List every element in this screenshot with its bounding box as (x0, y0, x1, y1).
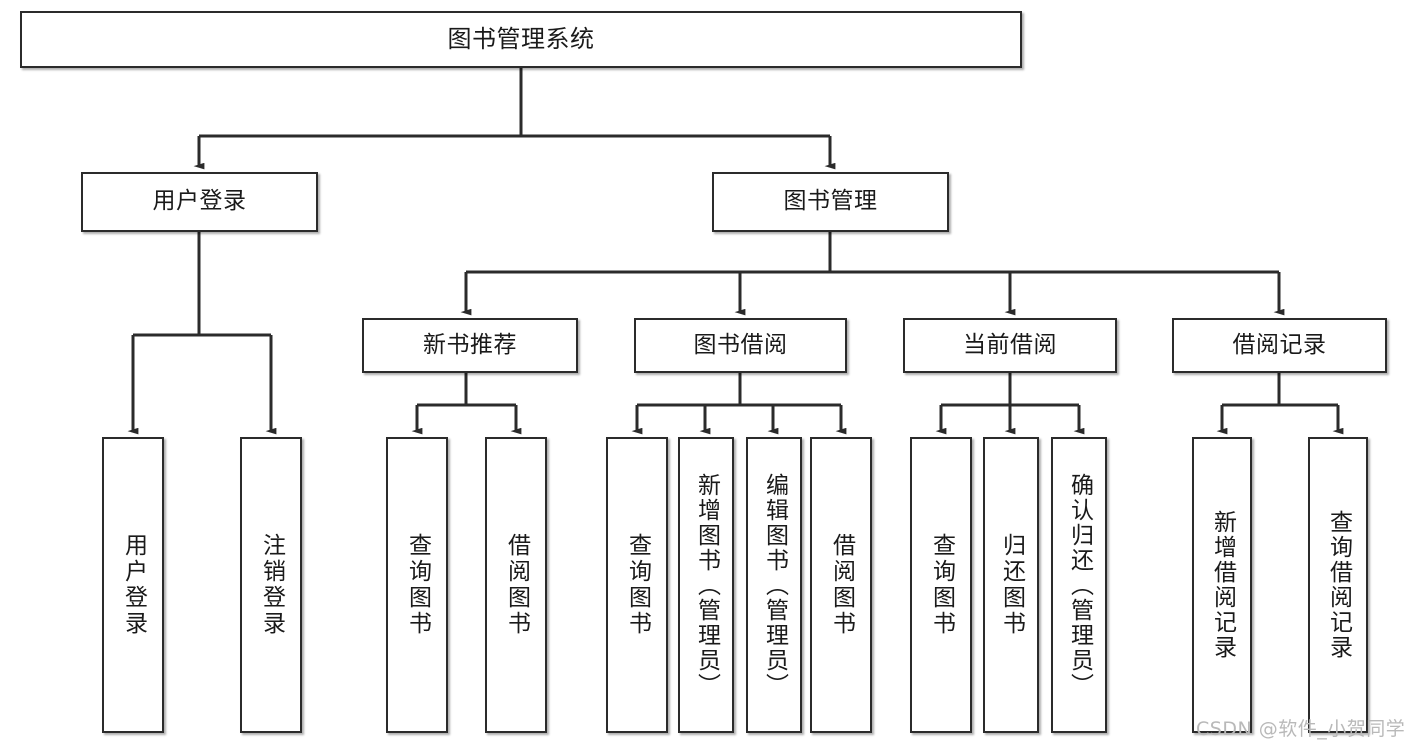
leaf-nb-borrow-book[interactable]: 借阅图书 (485, 437, 547, 733)
leaf-nb-query-book[interactable]: 查询图书 (386, 437, 448, 733)
leaf-cb-return-book-label: 归还图书 (998, 533, 1025, 637)
leaf-bb-query-book-label: 查询图书 (624, 533, 651, 637)
leaf-bb-query-book[interactable]: 查询图书 (606, 437, 668, 733)
leaf-br-query-record-label: 查询借阅记录 (1325, 510, 1352, 660)
leaf-bb-add-book-admin-label: 新增图书（管理员） (693, 472, 720, 698)
leaf-br-add-record-label: 新增借阅记录 (1209, 510, 1236, 660)
node-current-borrow-label: 当前借阅 (963, 331, 1057, 358)
node-book-borrow[interactable]: 图书借阅 (634, 318, 847, 373)
node-book-management-label: 图书管理 (783, 188, 878, 215)
leaf-nb-borrow-book-label: 借阅图书 (503, 533, 530, 637)
leaf-logout[interactable]: 注销登录 (240, 437, 302, 733)
csdn-watermark: CSDN @软件_小贺同学 (1196, 718, 1405, 740)
node-current-borrow[interactable]: 当前借阅 (903, 318, 1117, 373)
leaf-cb-confirm-return-admin[interactable]: 确认归还（管理员） (1051, 437, 1107, 733)
node-user-login[interactable]: 用户登录 (81, 172, 318, 232)
leaf-bb-borrow-book-label: 借阅图书 (828, 533, 855, 637)
leaf-cb-return-book[interactable]: 归还图书 (983, 437, 1039, 733)
leaf-br-query-record[interactable]: 查询借阅记录 (1308, 437, 1368, 733)
node-new-book-recommend-label: 新书推荐 (423, 331, 517, 358)
node-book-management[interactable]: 图书管理 (712, 172, 949, 232)
leaf-br-add-record[interactable]: 新增借阅记录 (1192, 437, 1252, 733)
leaf-logout-label: 注销登录 (258, 533, 285, 637)
node-user-login-label: 用户登录 (152, 188, 247, 215)
node-new-book-recommend[interactable]: 新书推荐 (362, 318, 578, 373)
leaf-cb-query-book[interactable]: 查询图书 (910, 437, 972, 733)
leaf-bb-edit-book-admin-label: 编辑图书（管理员） (761, 472, 788, 698)
leaf-user-login-label: 用户登录 (120, 533, 147, 637)
leaf-nb-query-book-label: 查询图书 (404, 533, 431, 637)
leaf-bb-borrow-book[interactable]: 借阅图书 (810, 437, 872, 733)
leaf-bb-add-book-admin[interactable]: 新增图书（管理员） (678, 437, 734, 733)
node-book-borrow-label: 图书借阅 (693, 331, 788, 358)
node-root-label: 图书管理系统 (447, 25, 595, 54)
node-borrow-record-label: 借阅记录 (1232, 331, 1327, 358)
node-root-book-management-system[interactable]: 图书管理系统 (20, 11, 1022, 68)
leaf-bb-edit-book-admin[interactable]: 编辑图书（管理员） (746, 437, 802, 733)
node-borrow-record[interactable]: 借阅记录 (1172, 318, 1387, 373)
leaf-cb-query-book-label: 查询图书 (928, 533, 955, 637)
leaf-cb-confirm-return-admin-label: 确认归还（管理员） (1066, 472, 1093, 698)
leaf-user-login[interactable]: 用户登录 (102, 437, 164, 733)
